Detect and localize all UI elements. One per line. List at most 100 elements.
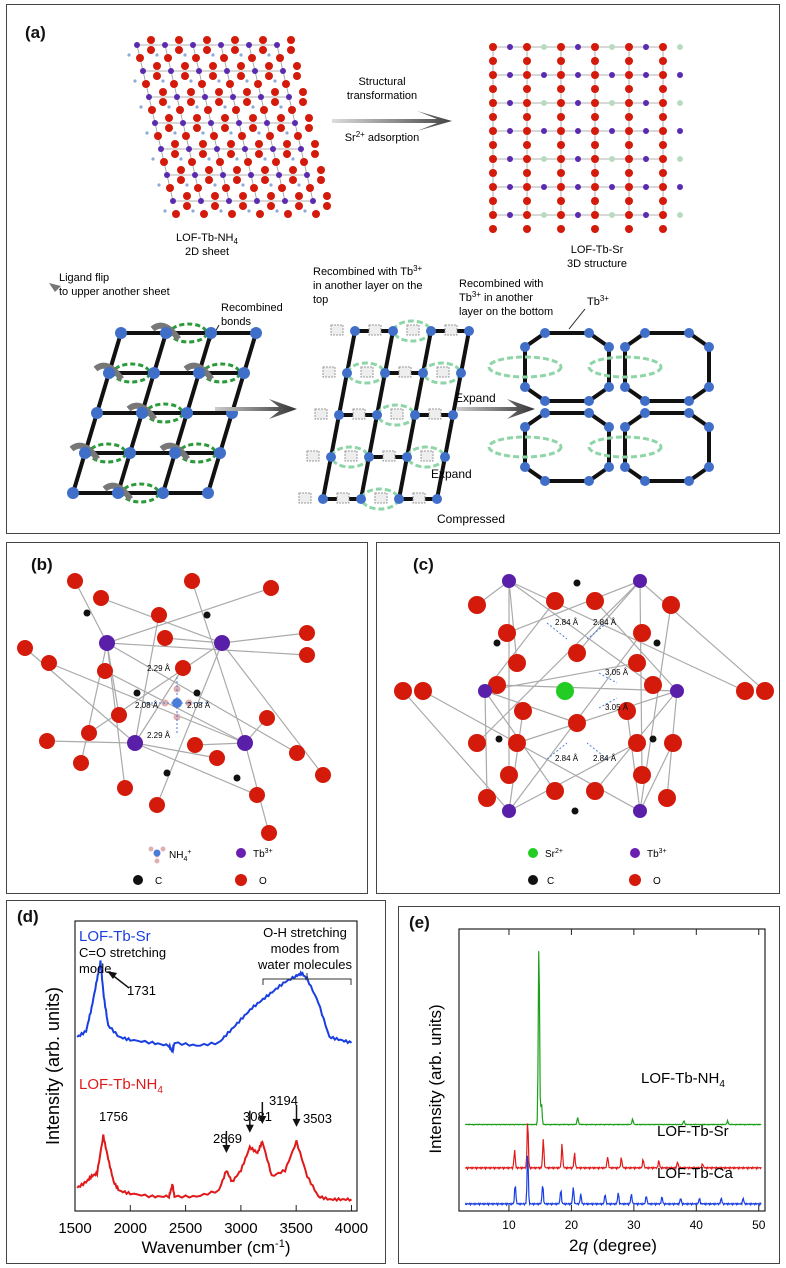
panel-b: (b) 2.29 Å 2.08 Å 2.08 Å 2.29 Å NH4+ Tb3… — [6, 542, 368, 894]
arrow-bottom-text: Sr2+ adsorption — [345, 130, 420, 144]
top-note-2: in another layer on the — [313, 280, 422, 292]
ftir-co-text-2: mode — [79, 961, 112, 976]
ftir-oh-bracket — [262, 973, 352, 985]
top-note-3: top — [313, 294, 328, 306]
distance-label-b3: 2.08 Å — [187, 701, 211, 710]
ftir-x-tick-label: 2000 — [114, 1220, 147, 1237]
lof-tb-sr-3d-structure — [489, 43, 683, 233]
legend-o: O — [259, 876, 267, 887]
panel-c: (c) 2.84 Å 2.84 Å 3.05 Å 3.05 Å 2.84 Å 2… — [376, 542, 780, 894]
ftir-ylabel: Intensity (arb. units) — [43, 987, 63, 1145]
panel-e-label: (e) — [409, 913, 430, 932]
schematic-grid-right — [487, 328, 714, 486]
legend-c-c: C — [547, 876, 554, 887]
panel-c-legend: Sr2+ Tb3+ C O — [528, 848, 667, 887]
panel-d-label: (d) — [17, 907, 39, 926]
xrd-xlabel: 2q (degree) — [569, 1236, 657, 1255]
xrd-chart: 10 20 30 40 50 Intensity (arb. units) 2q (de… — [426, 928, 766, 1255]
top-note-1: Recombined with Tb3+ — [313, 264, 423, 278]
compressed-label: Compressed — [437, 512, 505, 526]
ligand-flip-text: Ligand flip — [59, 272, 109, 284]
recombined-bonds-text-2: bonds — [221, 316, 251, 328]
xrd-series — [464, 951, 762, 1207]
panel-a-figure: LOF-Tb-NH4 2D sheet Structural transform… — [49, 36, 714, 526]
ftir-series — [76, 960, 353, 1203]
xrd-x-tick-label: 40 — [690, 1218, 704, 1232]
legend-tb-c: Tb3+ — [647, 848, 667, 860]
distance-label-c5: 2.84 Å — [555, 754, 579, 763]
panel-a-label: (a) — [25, 23, 46, 42]
ftir-oh-text-3: water molecules — [257, 957, 352, 972]
xrd-ylabel: Intensity (arb. units) — [426, 1004, 445, 1153]
sr-structure-name: LOF-Tb-Sr — [571, 244, 624, 256]
lof-tb-nh4-sheet-structure — [127, 36, 331, 218]
tb-label: Tb3+ — [587, 294, 609, 308]
legend-o-c: O — [653, 876, 661, 887]
distance-label-c6: 2.84 Å — [593, 754, 617, 763]
recombined-bonds-text: Recombined — [221, 302, 283, 314]
transformation-arrow — [332, 111, 452, 131]
expand-label-2: Expand — [431, 467, 472, 481]
distance-label-b1: 2.29 Å — [147, 664, 171, 673]
distance-label-b4: 2.29 Å — [147, 731, 171, 740]
arrow-mid-text: transformation — [347, 90, 417, 102]
panel-c-label: (c) — [413, 555, 434, 574]
xrd-x-tick-label: 30 — [627, 1218, 641, 1232]
ftir-x-tick-label: 3000 — [224, 1220, 257, 1237]
xrd-x-ticks: 10 20 30 40 50 — [502, 929, 766, 1232]
ftir-oh-text-1: O-H stretching — [263, 925, 347, 940]
ftir-co-value: 1731 — [127, 983, 156, 998]
sheet-name: LOF-Tb-NH4 — [176, 232, 238, 246]
schematic-grid-middle — [298, 319, 474, 511]
bottom-note-2: Tb3+ in another — [459, 290, 533, 304]
ftir-peak-3503: 3503 — [303, 1111, 332, 1126]
distance-label-c4: 3.05 Å — [605, 703, 629, 712]
panel-a: (a) LOF-Tb-NH4 2D sheet Structural trans… — [6, 4, 780, 534]
xrd-x-tick-label: 10 — [502, 1218, 516, 1232]
arrow-top-text: Structural — [358, 76, 405, 88]
ftir-peak-3081: 3081 — [243, 1109, 272, 1124]
nh4-coordination-structure — [17, 573, 331, 841]
xrd-nh4-name: LOF-Tb-NH4 — [641, 1070, 725, 1090]
ftir-oh-text-2: modes from — [271, 941, 340, 956]
panel-b-figure: 2.29 Å 2.08 Å 2.08 Å 2.29 Å NH4+ Tb3+ C … — [17, 573, 331, 887]
sheet-desc: 2D sheet — [185, 246, 229, 258]
legend-c: C — [155, 876, 162, 887]
distance-label-b2: 2.08 Å — [135, 701, 159, 710]
ftir-x-tick-label: 3500 — [279, 1220, 312, 1237]
ftir-peak-arrowhead — [258, 1116, 267, 1124]
xrd-x-tick-label: 50 — [752, 1218, 766, 1232]
schematic-grid-left — [67, 322, 262, 504]
ftir-peak-3194: 3194 — [269, 1093, 298, 1108]
xrd-series-ca — [464, 1155, 762, 1207]
distance-label-c1: 2.84 Å — [555, 618, 579, 627]
schematic-arrow-2 — [457, 399, 535, 419]
ftir-peak-arrows — [222, 1102, 301, 1153]
ftir-sr-name: LOF-Tb-Sr — [79, 928, 151, 945]
schematic-arrow-1 — [215, 399, 297, 419]
legend-nh4: NH4+ — [169, 849, 191, 863]
ftir-series-sr — [76, 960, 353, 1055]
xrd-x-tick-label: 20 — [565, 1218, 579, 1232]
xrd-series-nh4 — [464, 951, 762, 1126]
bottom-note-1: Recombined with — [459, 278, 543, 290]
expand-label-1: Expand — [455, 391, 496, 405]
ftir-x-tick-label: 2500 — [169, 1220, 202, 1237]
ftir-peak-arrowhead — [292, 1118, 301, 1127]
ftir-peak-1756: 1756 — [99, 1109, 128, 1124]
xrd-sr-name: LOF-Tb-Sr — [657, 1123, 729, 1140]
panel-b-label: (b) — [31, 555, 53, 574]
ftir-plot-frame — [74, 920, 358, 1212]
bottom-note-3: layer on the bottom — [459, 306, 553, 318]
panel-e: (e) 10 20 30 40 50 Intensity (arb. units) 2q… — [398, 906, 780, 1264]
ftir-x-tick-label: 1500 — [58, 1220, 91, 1237]
legend-tb: Tb3+ — [253, 848, 273, 860]
ftir-xlabel: Wavenumber (cm-1) — [142, 1238, 291, 1257]
ftir-peak-arrowhead — [245, 1124, 254, 1133]
panel-c-figure: 2.84 Å 2.84 Å 3.05 Å 3.05 Å 2.84 Å 2.84 … — [394, 574, 774, 887]
ftir-peak-2869: 2869 — [213, 1131, 242, 1146]
sr-structure-desc: 3D structure — [567, 258, 627, 270]
ligand-flip-text-2: to upper another sheet — [59, 286, 170, 298]
